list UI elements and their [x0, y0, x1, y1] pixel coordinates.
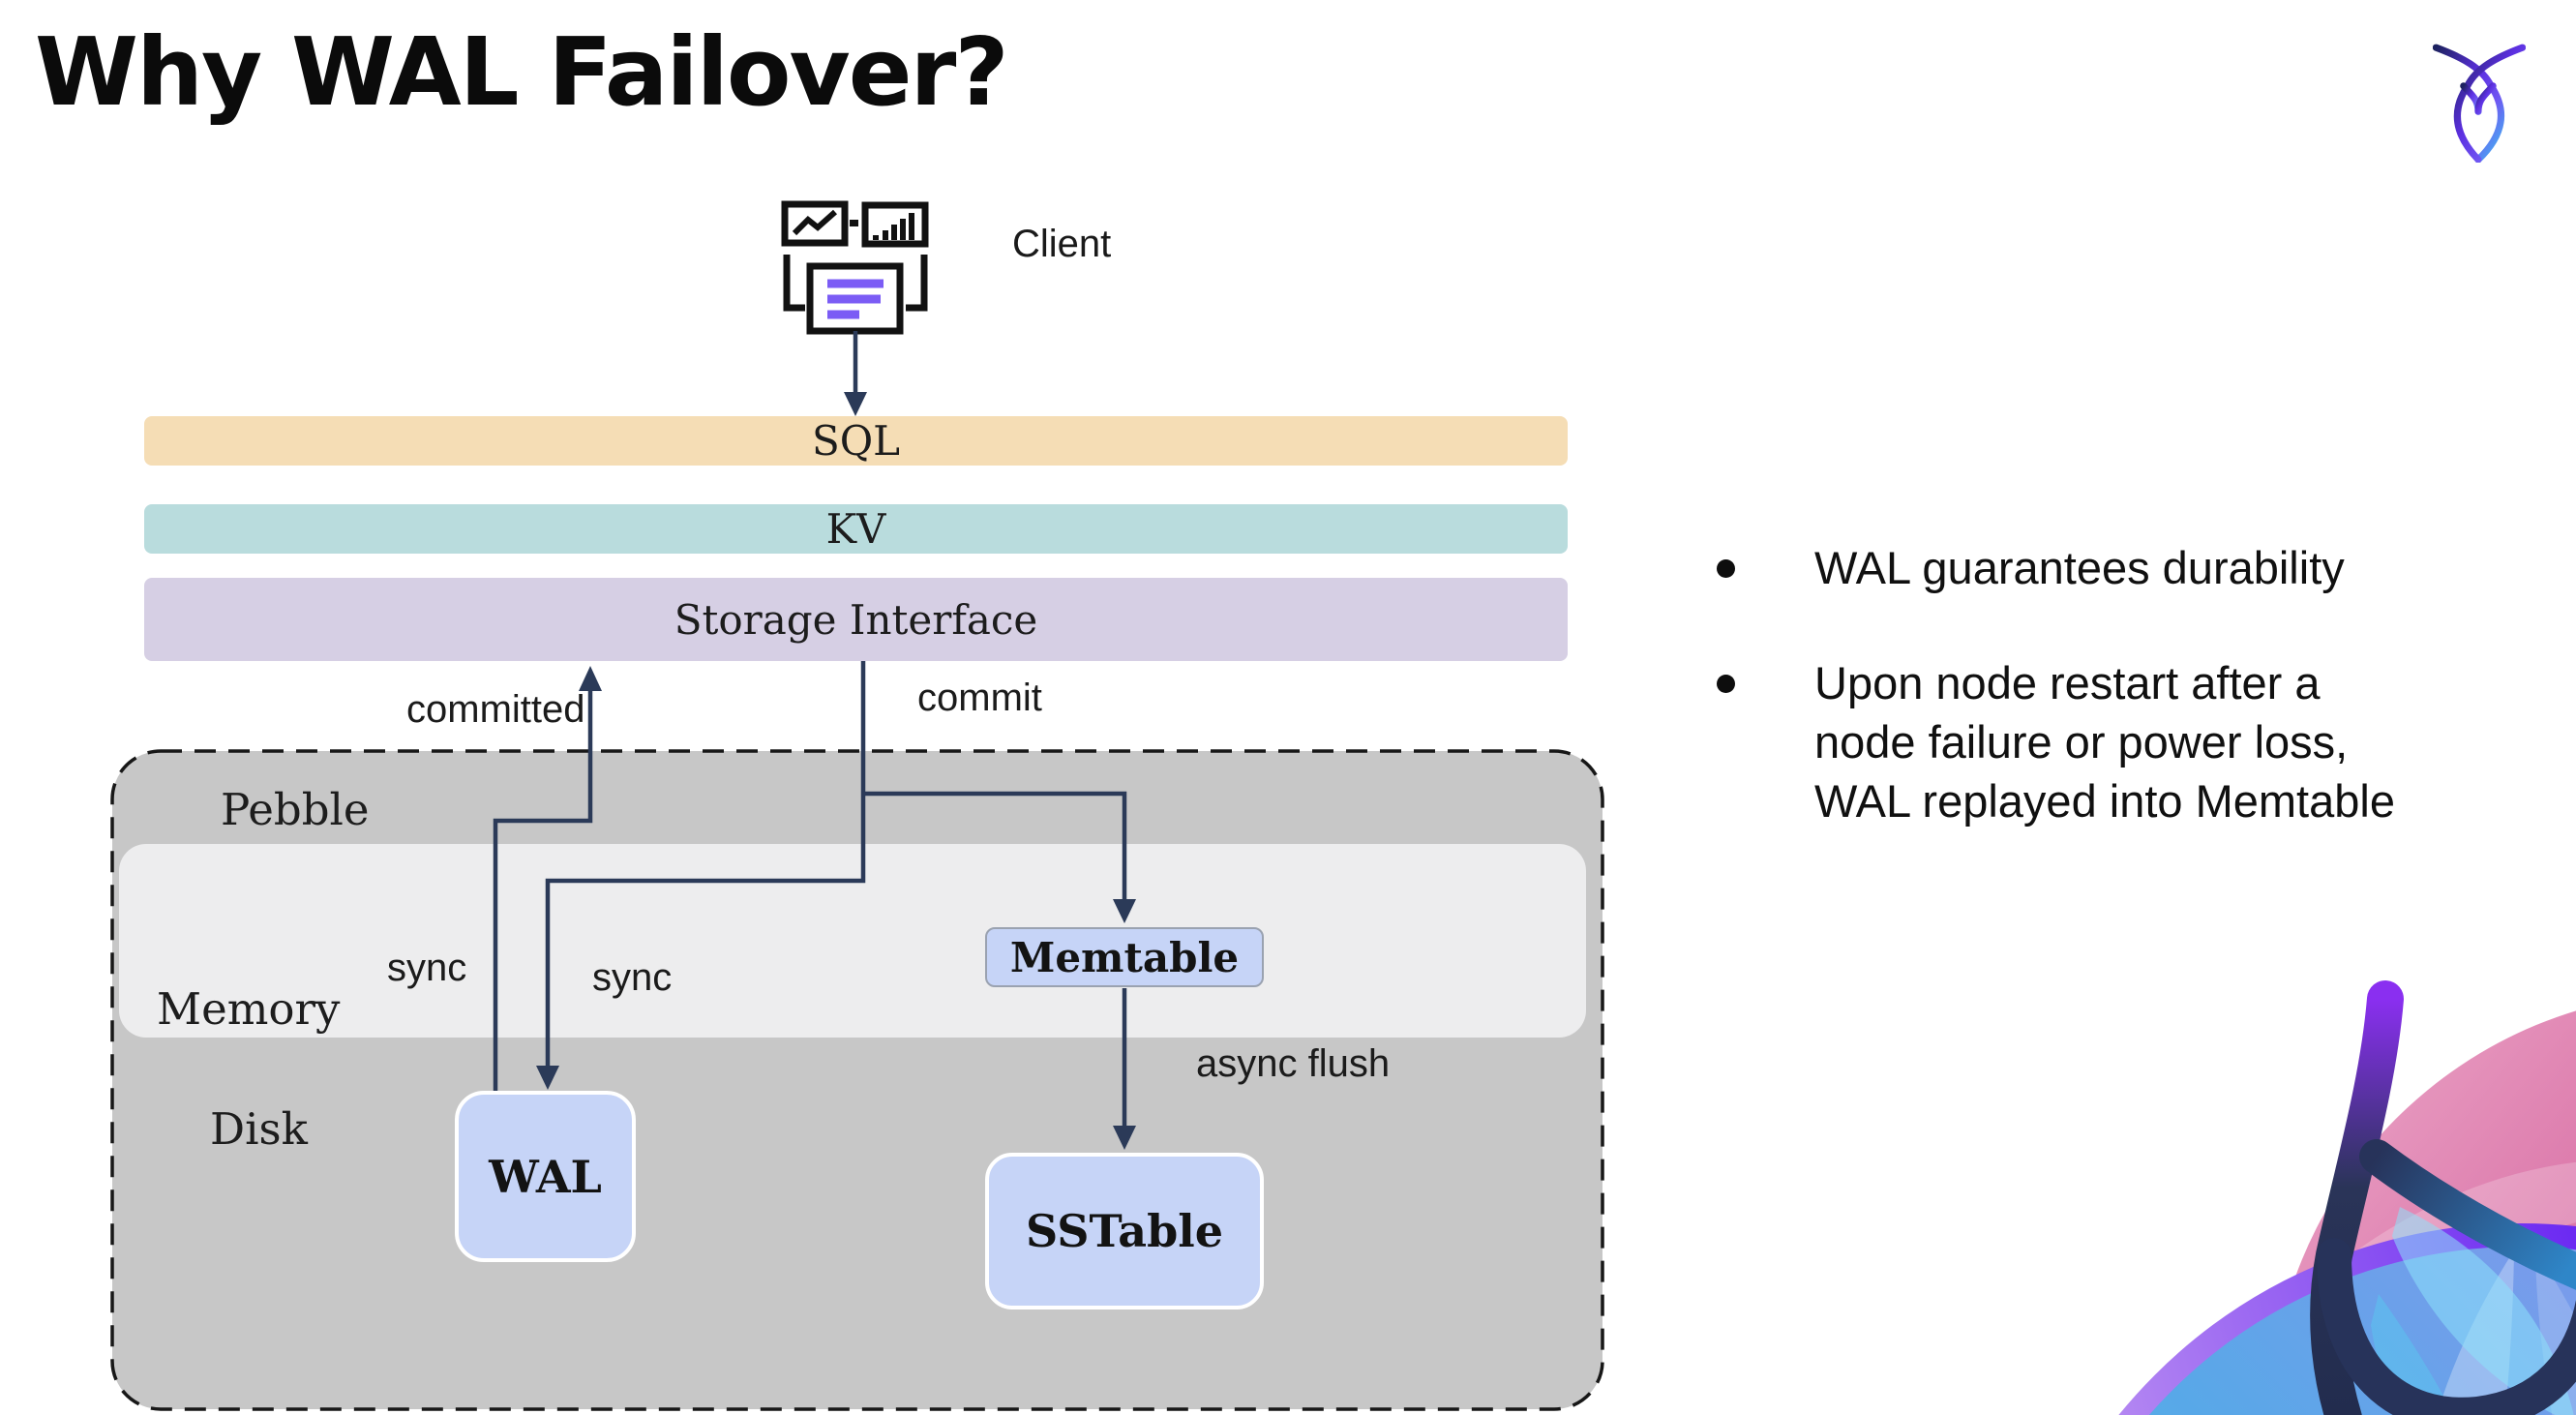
bullet-line: Upon node restart after a	[1814, 657, 2321, 708]
layer-sql: SQL	[144, 416, 1568, 466]
edge-label-sync-right: sync	[592, 956, 673, 999]
layer-storage-interface: Storage Interface	[144, 578, 1568, 661]
edge-label-async-flush: async flush	[1196, 1042, 1391, 1085]
cockroachdb-logo-icon	[2433, 44, 2526, 163]
bullet-dot-icon	[1717, 559, 1735, 578]
node-wal-label: WAL	[489, 1150, 602, 1203]
node-sstable-label: SSTable	[1026, 1205, 1223, 1257]
bullet-line: WAL replayed into Memtable	[1814, 775, 2395, 827]
layer-storage-interface-label: Storage Interface	[674, 595, 1038, 644]
node-memtable: Memtable	[985, 927, 1264, 987]
page-title: Why WAL Failover?	[35, 17, 1009, 127]
cockroachdb-brand-art-icon	[2118, 980, 2576, 1415]
client-label: Client	[1012, 223, 1112, 265]
memory-zone-label: Memory	[157, 983, 341, 1035]
brand-art	[1993, 965, 2576, 1415]
node-sstable: SSTable	[985, 1153, 1264, 1310]
disk-zone-label: Disk	[210, 1103, 308, 1155]
layer-kv-label: KV	[825, 505, 886, 553]
bullet-line: WAL guarantees durability	[1814, 542, 2345, 593]
layer-sql-label: SQL	[811, 417, 901, 465]
client-devices-icon	[781, 200, 929, 335]
bullet-line: node failure or power loss,	[1814, 716, 2349, 768]
edge-label-commit: commit	[917, 677, 1042, 719]
list-item: Upon node restart after a node failure o…	[1703, 653, 2574, 830]
bullet-list: WAL guarantees durability Upon node rest…	[1703, 538, 2574, 887]
node-memtable-label: Memtable	[1009, 933, 1240, 981]
pebble-label: Pebble	[221, 784, 370, 835]
layer-kv: KV	[144, 504, 1568, 554]
edge-label-committed: committed	[406, 688, 585, 731]
bullet-dot-icon	[1717, 675, 1735, 693]
node-wal: WAL	[455, 1091, 636, 1262]
list-item: WAL guarantees durability	[1703, 538, 2574, 597]
edge-label-sync-left: sync	[387, 947, 467, 989]
